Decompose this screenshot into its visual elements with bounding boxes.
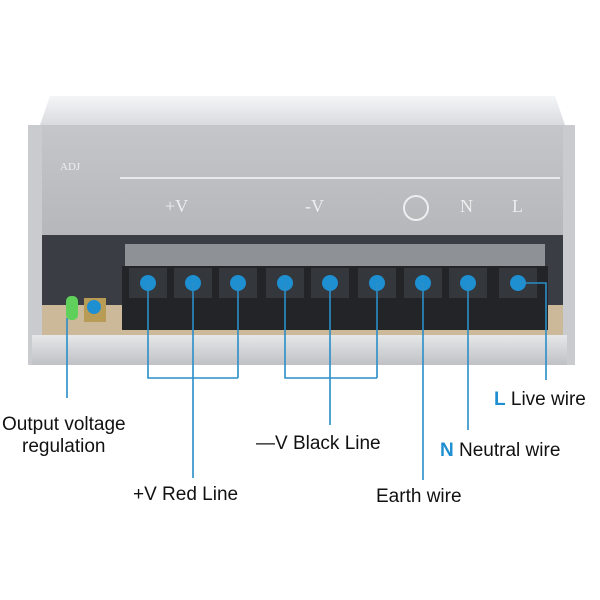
panel-mark-minus-v: -V — [305, 196, 324, 216]
output-voltage-label-line2: regulation — [22, 436, 106, 457]
case-left-side — [28, 125, 42, 365]
panel-mark-l: L — [512, 196, 523, 216]
live-key: L — [494, 389, 506, 410]
indicator-led — [66, 296, 78, 320]
case-front-panel — [40, 125, 565, 235]
panel-mark-adj: ADJ — [60, 161, 81, 173]
adjust-marker-dot — [87, 300, 101, 314]
live-text: Live wire — [510, 389, 586, 410]
leader-lines — [66, 282, 547, 480]
panel-mark-plus-v: +V — [165, 196, 188, 216]
earth-wire-label: Earth wire — [376, 486, 462, 507]
terminal-block-cover — [125, 244, 545, 266]
neutral-key: N — [440, 440, 454, 461]
output-voltage-label-line1: Output voltage — [2, 414, 126, 435]
panel-mark-n: N — [460, 196, 473, 216]
plus-v-label: +V Red Line — [133, 484, 239, 505]
live-wire-label: L Live wire — [494, 389, 586, 411]
case-right-side — [563, 125, 575, 365]
minus-v-label: —V Black Line — [256, 433, 381, 454]
neutral-wire-label: N Neutral wire — [440, 440, 560, 462]
case-bottom — [32, 335, 567, 365]
case-top — [40, 96, 565, 125]
neutral-text: Neutral wire — [459, 440, 561, 461]
earth-symbol-icon — [403, 195, 429, 221]
